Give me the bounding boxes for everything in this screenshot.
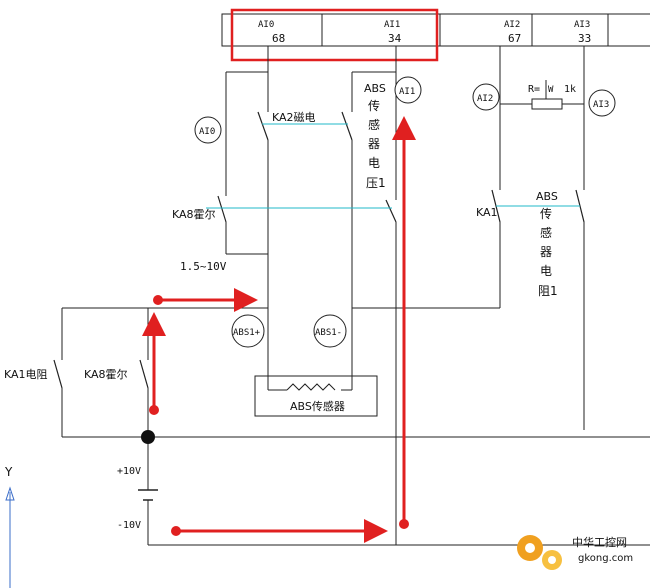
- ka2-label: KA2磁电: [272, 111, 316, 124]
- abs-resistance-char: 感: [540, 225, 552, 240]
- mechanical-links: [206, 123, 580, 209]
- axis-y-label: Y: [4, 465, 13, 479]
- abs-resistance-char: 电: [540, 264, 552, 278]
- ai3-circle-label: AI3: [593, 100, 609, 110]
- abs-resistance-char: 阻1: [538, 284, 558, 298]
- terminal-ai1-value: 34: [388, 32, 402, 45]
- ai0-circle-label: AI0: [199, 127, 215, 137]
- ai0-node: [194, 116, 222, 144]
- terminal-ai0-name: AI0: [258, 20, 274, 30]
- ka8-contact: [217, 195, 227, 223]
- abs-voltage-char: 传: [368, 98, 380, 113]
- flow-arrow-dots: [149, 295, 409, 536]
- ai1-node: [394, 76, 422, 104]
- terminal-labels: AI0 68 AI1 34 AI2 67 AI3 33: [258, 20, 591, 45]
- terminal-ai2-value: 67: [508, 32, 521, 45]
- watermark: 中华工控网 gkong.com: [517, 535, 633, 570]
- axis-y-arrow: [5, 486, 15, 501]
- abs-resistance-text: ABS 传 感 器 电 阻1: [536, 190, 558, 298]
- flow-dot: [153, 295, 163, 305]
- supply-plus-label: +10V: [117, 466, 141, 477]
- abs-resistance-char: 传: [540, 206, 552, 221]
- abs1-plus-label: ABS1+: [233, 328, 261, 338]
- voltage-range-label: 1.5~10V: [180, 260, 227, 273]
- abs1-minus-label: ABS1-: [315, 328, 342, 338]
- terminal-ai3-name: AI3: [574, 20, 590, 30]
- supply-minus-label: -10V: [117, 520, 141, 531]
- terminal-ai2-name: AI2: [504, 20, 520, 30]
- ka1-left-label: KA1电阻: [4, 368, 48, 381]
- resistor-w-label: W: [548, 85, 554, 95]
- ka2-contact-left: [257, 111, 269, 141]
- resistor: [531, 98, 563, 110]
- switch-contacts: [53, 111, 585, 389]
- abs-voltage-char: ABS: [364, 82, 386, 95]
- ka1-resistor-contact: [53, 359, 63, 389]
- flow-dot: [149, 405, 159, 415]
- abs-voltage-char: 感: [368, 117, 380, 132]
- abs-voltage-text: ABS 传 感 器 电 压1: [364, 82, 386, 190]
- ka8-top-label: KA8霍尔: [172, 208, 216, 221]
- ai2-node: [472, 83, 500, 111]
- ka8-hall-contact: [139, 359, 149, 389]
- terminal-ai1-name: AI1: [384, 20, 400, 30]
- abs-voltage-contact: [385, 199, 397, 223]
- wiring: [61, 46, 650, 546]
- abs-resistance-char: ABS: [536, 190, 558, 203]
- ai3-node: [588, 89, 616, 117]
- resistor-label: R=: [528, 84, 540, 95]
- abs-sensor-box: [254, 375, 378, 417]
- ka2-contact-right: [341, 111, 353, 141]
- abs-resistance-char: 器: [540, 245, 552, 259]
- current-flow-arrows: [142, 116, 416, 543]
- abs-voltage-char: 器: [368, 137, 380, 151]
- terminal-strip: [221, 13, 650, 47]
- abs-voltage-char: 电: [368, 156, 380, 170]
- terminal-ai0-value: 68: [272, 32, 285, 45]
- watermark-cn: 中华工控网: [572, 535, 627, 549]
- abs1-plus-node: [231, 314, 265, 348]
- resistor-value: 1k: [564, 84, 576, 95]
- ai1-circle-label: AI1: [399, 87, 415, 97]
- abs1-minus-node: [313, 314, 347, 348]
- abs-voltage-char: 压1: [366, 176, 386, 190]
- watermark-url: gkong.com: [578, 553, 633, 564]
- ka1-right-label: KA1: [476, 206, 498, 219]
- ai2-circle-label: AI2: [477, 94, 493, 104]
- ka8-left-label: KA8霍尔: [84, 368, 128, 381]
- junction-dot: [141, 430, 155, 444]
- terminal-ai3-value: 33: [578, 32, 591, 45]
- sensor-coil: [286, 383, 336, 391]
- flow-dot: [171, 526, 181, 536]
- sensor-label: ABS传感器: [290, 400, 345, 413]
- node-circles: [194, 76, 616, 348]
- highlight-box: [230, 8, 439, 62]
- flow-dot: [399, 519, 409, 529]
